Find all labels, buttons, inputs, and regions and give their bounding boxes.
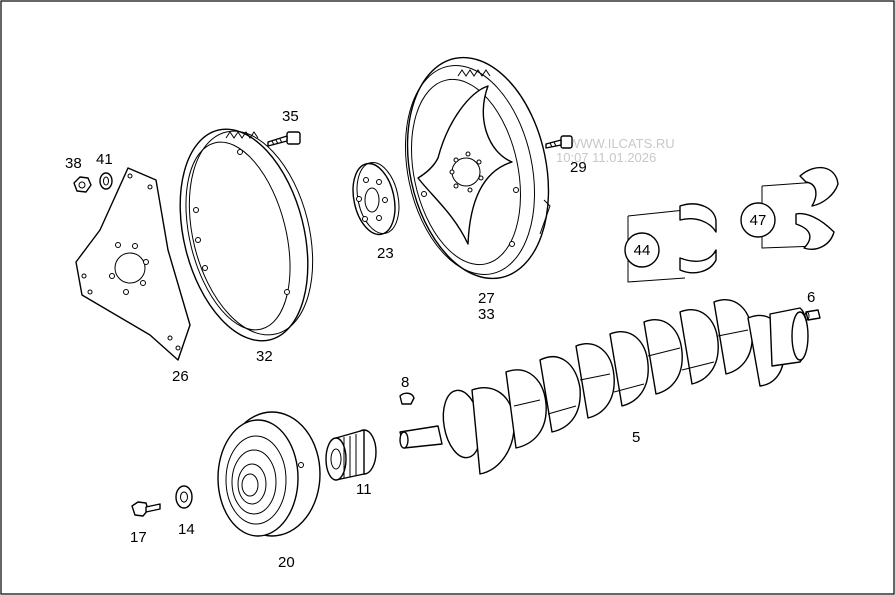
callout-11[interactable]: 11: [356, 481, 372, 498]
watermark-site: WWW.ILCATS.RU: [568, 136, 675, 151]
callout-38[interactable]: 38: [65, 155, 82, 172]
crankshaft-part-5[interactable]: [399, 299, 809, 475]
flex-plate-part-26[interactable]: [75, 167, 191, 361]
callout-14[interactable]: 14: [178, 521, 195, 538]
callout-5[interactable]: 5: [632, 429, 640, 446]
sprocket-part-11[interactable]: [325, 429, 377, 481]
callout-17[interactable]: 17: [130, 529, 147, 546]
woodruff-key-part-8[interactable]: [399, 392, 415, 405]
bolt-part-17[interactable]: [131, 501, 161, 517]
dowel-pin-part-6[interactable]: [804, 309, 821, 321]
watermark-stamp: 10:07 11.01.2026: [556, 150, 656, 165]
callout-27[interactable]: 27: [478, 290, 495, 307]
circled-label-47: 47: [750, 212, 767, 229]
circled-label-44: 44: [634, 242, 651, 259]
callout-26[interactable]: 26: [172, 368, 189, 385]
callout-8[interactable]: 8: [401, 374, 409, 391]
bearing-shell-set-part-44[interactable]: 44: [624, 203, 717, 283]
flywheel-part-27-33[interactable]: [387, 44, 567, 291]
ring-gear-part-32[interactable]: [160, 116, 333, 355]
bolt-part-29[interactable]: [545, 135, 573, 149]
callout-41[interactable]: 41: [96, 151, 113, 168]
washer-part-41[interactable]: [99, 172, 113, 190]
washer-part-14[interactable]: [175, 485, 193, 509]
nut-part-38[interactable]: [73, 176, 92, 193]
callout-32[interactable]: 32: [256, 348, 273, 365]
callout-20[interactable]: 20: [278, 554, 295, 571]
vibration-damper-part-20[interactable]: [217, 411, 321, 537]
bolt-part-35[interactable]: [267, 131, 301, 147]
callout-6[interactable]: 6: [807, 289, 815, 306]
spacer-disc-part-23[interactable]: [347, 159, 405, 239]
thrust-bearing-set-part-47[interactable]: 47: [740, 166, 839, 250]
callout-35[interactable]: 35: [282, 108, 299, 125]
callout-23[interactable]: 23: [377, 245, 394, 262]
callout-33[interactable]: 33: [478, 306, 495, 323]
callout-29[interactable]: 29: [570, 159, 587, 176]
